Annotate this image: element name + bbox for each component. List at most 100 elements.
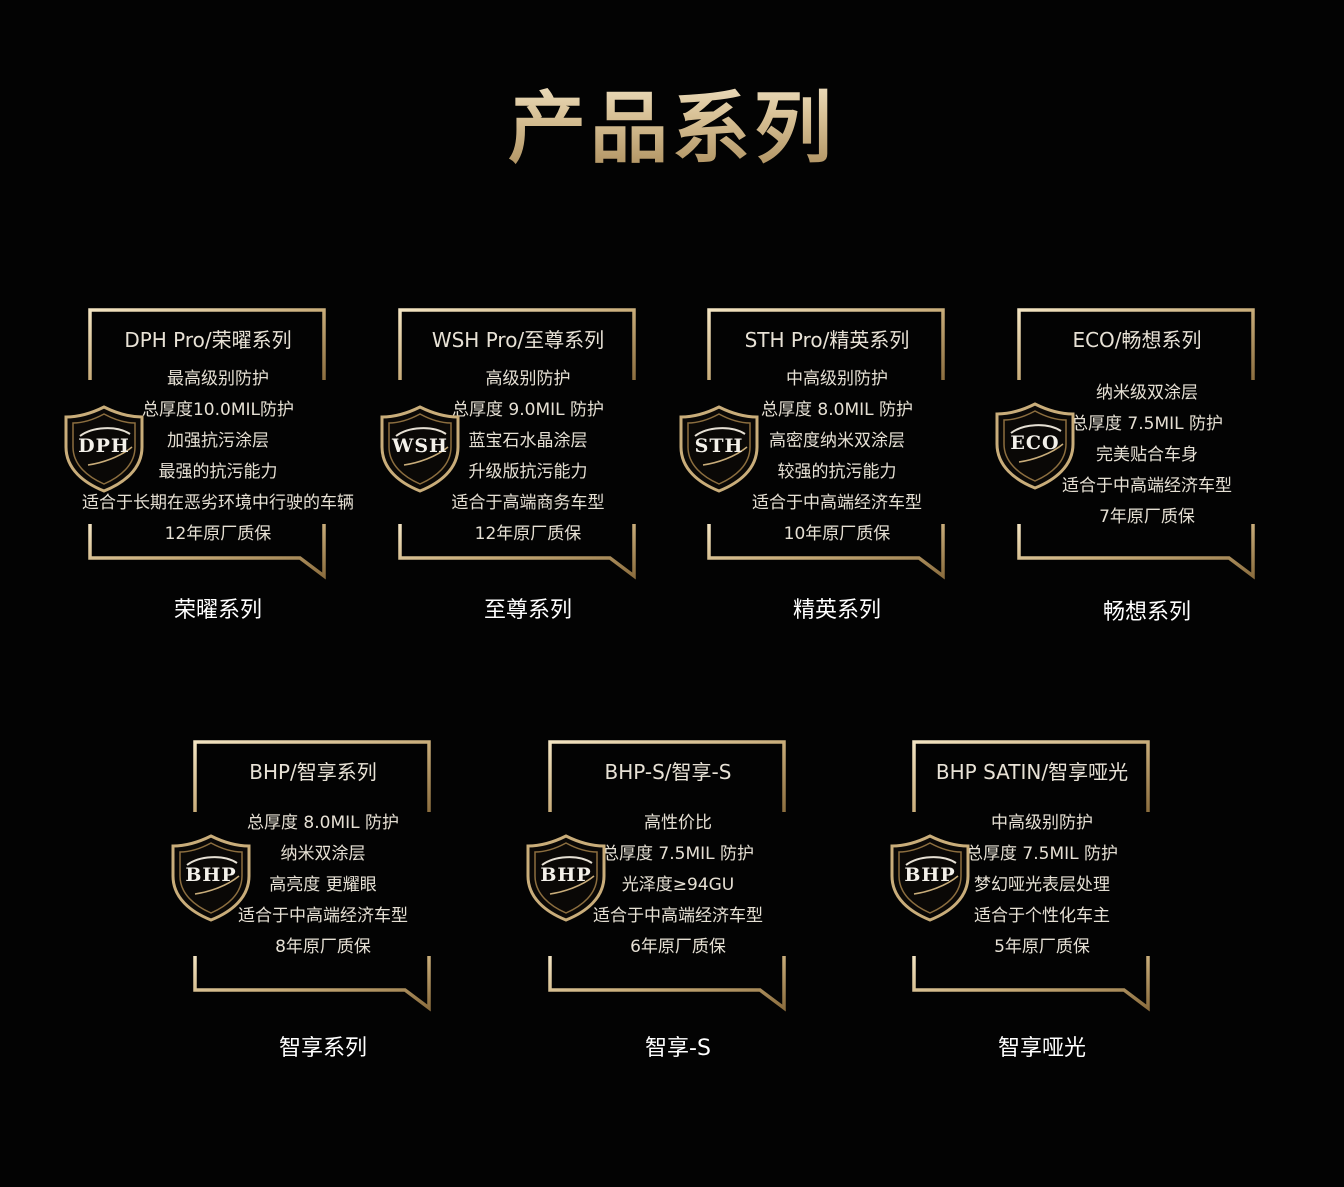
- page-title: 产品系列: [0, 66, 1344, 178]
- feature-list: 最高级别防护总厚度10.0MIL防护加强抗污涂层最强的抗污能力适合于长期在恶劣环…: [58, 364, 378, 550]
- shield-logo-icon: WSH: [374, 403, 466, 495]
- frame-bottom-bracket: [912, 956, 1150, 1012]
- frame-top-bracket: [193, 740, 431, 812]
- card-frame-wrap: [1017, 308, 1257, 580]
- feature-item: 蓝宝石水晶涂层: [468, 431, 588, 451]
- feature-item: 高亮度 更耀眼: [269, 875, 377, 895]
- card-frame-wrap: [707, 308, 947, 580]
- feature-item: 10年原厂质保: [783, 524, 891, 544]
- frame-top-bracket: [1017, 308, 1255, 380]
- feature-item: 12年原厂质保: [474, 524, 582, 544]
- feature-item: 中高级别防护: [991, 813, 1093, 833]
- feature-item: 完美贴合车身: [1096, 445, 1198, 465]
- feature-item: 适合于高端商务车型: [451, 493, 605, 513]
- product-card[interactable]: ECO/畅想系列纳米级双涂层总厚度 7.5MIL 防护完美贴合车身适合于中高端经…: [987, 308, 1307, 638]
- card-title: ECO/畅想系列: [1072, 328, 1202, 352]
- shield-logo-icon: STH: [673, 403, 765, 495]
- product-card[interactable]: BHP/智享系列总厚度 8.0MIL 防护纳米双涂层高亮度 更耀眼适合于中高端经…: [163, 740, 483, 1070]
- card-frame: [912, 740, 1150, 1012]
- feature-item: 高性价比: [644, 813, 712, 833]
- feature-item: 加强抗污涂层: [167, 431, 269, 451]
- frame-bottom-bracket: [1017, 524, 1255, 580]
- series-name: 智享系列: [278, 1036, 367, 1061]
- card-frame: [1017, 308, 1255, 580]
- feature-item: 较强的抗污能力: [777, 462, 897, 482]
- frame-bottom-bracket: [88, 524, 326, 580]
- shield-badge-text: BHP: [185, 864, 237, 886]
- card-frame-wrap: [88, 308, 328, 580]
- feature-item: 5年原厂质保: [994, 937, 1090, 957]
- shield-icon: [380, 405, 460, 493]
- frame-bottom-bracket: [193, 956, 431, 1012]
- shield-badge-text: BHP: [904, 864, 956, 886]
- feature-item: 12年原厂质保: [164, 524, 272, 544]
- feature-item: 8年原厂质保: [275, 937, 371, 957]
- series-name: 精英系列: [792, 598, 881, 623]
- feature-item: 总厚度10.0MIL防护: [141, 400, 294, 420]
- card-title: STH Pro/精英系列: [744, 328, 910, 352]
- shield-icon: [679, 405, 759, 493]
- feature-item: 适合于中高端经济车型: [238, 906, 408, 926]
- feature-list: 中高级别防护总厚度 7.5MIL 防护梦幻哑光表层处理适合于个性化车主 5年原厂质…: [882, 808, 1202, 963]
- shield-icon: [890, 834, 970, 922]
- shield-badge-text: ECO: [1010, 432, 1060, 454]
- card-title: BHP-S/智享-S: [604, 760, 732, 784]
- feature-item: 总厚度 7.5MIL 防护: [966, 844, 1118, 864]
- shield-logo-icon: BHP: [884, 832, 976, 924]
- card-title: BHP SATIN/智享哑光: [935, 760, 1129, 784]
- product-card[interactable]: WSH Pro/至尊系列高级别防护总厚度 9.0MIL 防护蓝宝石水晶涂层升级版…: [368, 308, 688, 638]
- card-frame: [193, 740, 431, 1012]
- shield-badge-text: STH: [694, 435, 744, 457]
- feature-item: 适合于中高端经济车型: [593, 906, 763, 926]
- feature-list: 中高级别防护总厚度 8.0MIL 防护高密度纳米双涂层较强的抗污能力适合于中高端…: [677, 364, 997, 550]
- frame-bottom-bracket: [398, 524, 636, 580]
- series-name: 智享-S: [645, 1036, 711, 1061]
- feature-item: 最高级别防护: [167, 369, 269, 389]
- feature-item: 纳米级双涂层: [1096, 383, 1198, 403]
- shield-logo-icon: DPH: [58, 403, 150, 495]
- card-frame-wrap: [193, 740, 433, 1012]
- frame-top-bracket: [398, 308, 636, 380]
- frame-top-bracket: [548, 740, 786, 812]
- feature-item: 适合于长期在恶劣环境中行驶的车辆: [82, 493, 354, 513]
- card-frame: [707, 308, 945, 580]
- feature-item: 总厚度 8.0MIL 防护: [761, 400, 913, 420]
- product-card[interactable]: BHP SATIN/智享哑光中高级别防护总厚度 7.5MIL 防护梦幻哑光表层处…: [882, 740, 1202, 1070]
- feature-item: 升级版抗污能力: [468, 462, 588, 482]
- feature-item: 梦幻哑光表层处理: [974, 875, 1110, 895]
- feature-item: 适合于个性化车主: [974, 906, 1110, 926]
- shield-icon: [526, 834, 606, 922]
- frame-bottom-bracket: [548, 956, 786, 1012]
- card-frame: [398, 308, 636, 580]
- card-frame-wrap: [548, 740, 788, 1012]
- feature-item: 6年原厂质保: [630, 937, 726, 957]
- frame-top-bracket: [912, 740, 1150, 812]
- shield-icon: [64, 405, 144, 493]
- feature-list: 纳米级双涂层总厚度 7.5MIL 防护完美贴合车身适合于中高端经济车型 7年原厂质…: [987, 378, 1307, 533]
- series-name: 智享哑光: [997, 1036, 1086, 1061]
- series-name: 至尊系列: [483, 598, 572, 623]
- series-name: 畅想系列: [1102, 600, 1191, 625]
- feature-item: 高级别防护: [485, 369, 571, 389]
- feature-item: 7年原厂质保: [1099, 507, 1195, 527]
- shield-badge-text: WSH: [391, 435, 448, 457]
- feature-item: 总厚度 8.0MIL 防护: [247, 813, 399, 833]
- feature-item: 适合于中高端经济车型: [752, 493, 922, 513]
- product-card[interactable]: DPH Pro/荣曜系列最高级别防护总厚度10.0MIL防护加强抗污涂层最强的抗…: [58, 308, 378, 638]
- feature-item: 总厚度 7.5MIL 防护: [1071, 414, 1223, 434]
- card-frame: [548, 740, 786, 1012]
- product-card[interactable]: STH Pro/精英系列中高级别防护总厚度 8.0MIL 防护高密度纳米双涂层较…: [677, 308, 997, 638]
- card-title: DPH Pro/荣曜系列: [124, 328, 292, 352]
- frame-top-bracket: [88, 308, 326, 380]
- feature-item: 总厚度 9.0MIL 防护: [452, 400, 604, 420]
- feature-item: 中高级别防护: [786, 369, 888, 389]
- feature-item: 总厚度 7.5MIL 防护: [602, 844, 754, 864]
- frame-top-bracket: [707, 308, 945, 380]
- feature-item: 适合于中高端经济车型: [1062, 476, 1232, 496]
- shield-logo-icon: BHP: [520, 832, 612, 924]
- shield-badge-text: BHP: [540, 864, 592, 886]
- frame-bottom-bracket: [707, 524, 945, 580]
- card-frame-wrap: [912, 740, 1152, 1012]
